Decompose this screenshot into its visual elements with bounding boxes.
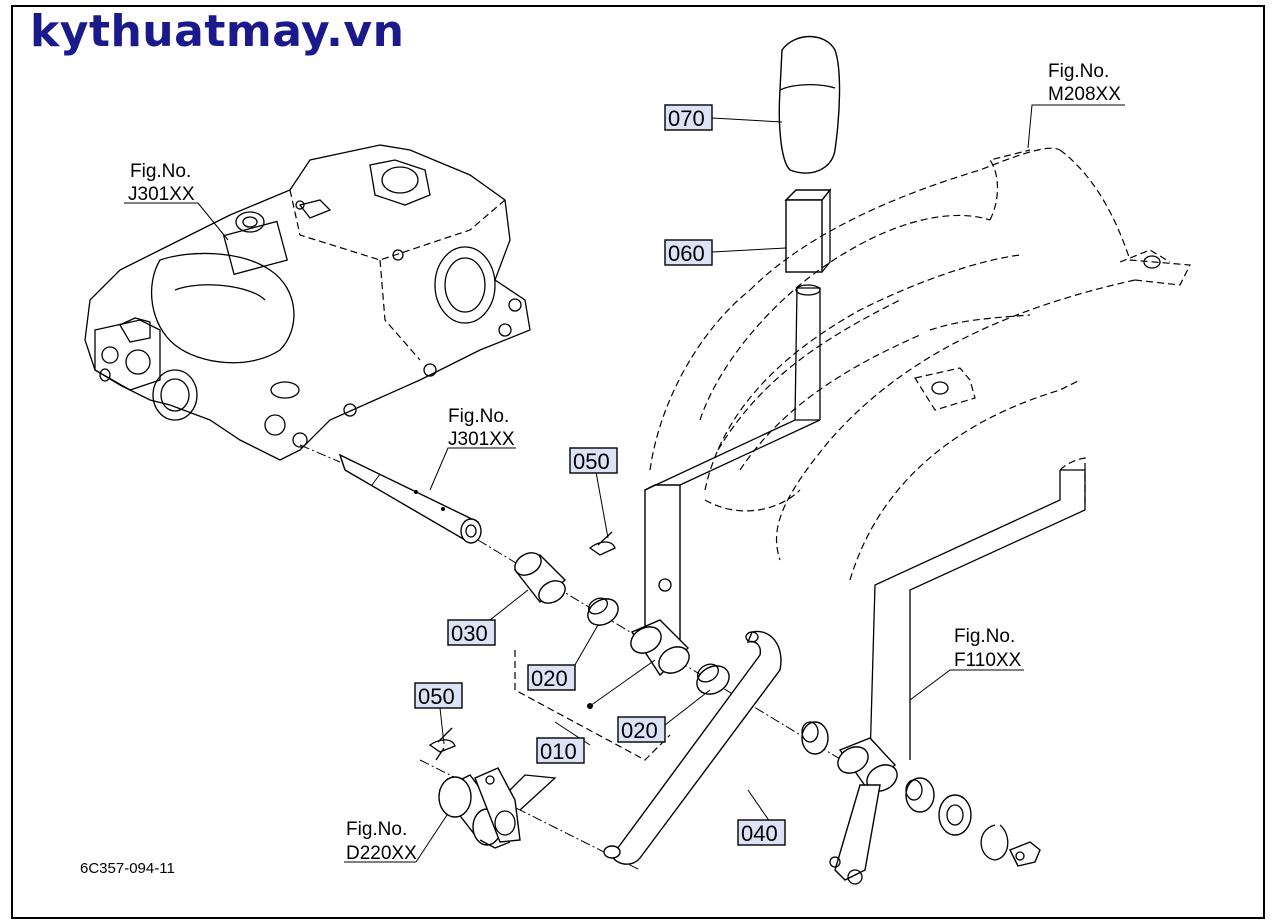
- fig-ref-shaft-code: J301XX: [448, 429, 515, 450]
- svg-text:020: 020: [621, 718, 658, 743]
- part-label-060[interactable]: 060: [664, 239, 713, 266]
- svg-text:050: 050: [573, 449, 610, 474]
- part-label-030[interactable]: 030: [447, 619, 496, 646]
- bushing-020-left-drawing: [587, 597, 619, 626]
- bushing-020-right-drawing: [696, 663, 730, 695]
- washers-drawing: [801, 721, 1041, 867]
- svg-text:030: 030: [451, 621, 488, 646]
- svg-text:020: 020: [531, 666, 568, 691]
- svg-text:050: 050: [418, 684, 455, 709]
- fig-ref-housing-code: J301XX: [128, 184, 195, 205]
- fig-ref-fender-label: Fig.No.: [1048, 61, 1109, 82]
- fig-ref-pedal-code: F110XX: [954, 650, 1022, 671]
- bushing-030-drawing: [513, 552, 567, 604]
- part-label-040[interactable]: 040: [737, 819, 786, 846]
- leader-lines: [124, 104, 1125, 863]
- grip-060-drawing: [784, 188, 832, 273]
- fig-ref-d220-label: Fig.No.: [346, 819, 407, 840]
- fig-ref-pedal-label: Fig.No.: [954, 626, 1015, 647]
- fig-ref-housing-label: Fig.No.: [130, 161, 191, 182]
- linkage-d220-drawing: [438, 767, 557, 849]
- cotter-pin-upper: [588, 531, 616, 556]
- part-label-020-left[interactable]: 020: [527, 664, 576, 691]
- lift-shaft-drawing: [299, 444, 482, 544]
- lever-010-drawing: [514, 284, 821, 761]
- fig-ref-d220-code: D220XX: [346, 843, 417, 864]
- drawing-code: 6C357-094-11: [80, 860, 175, 877]
- part-label-050-lower[interactable]: 050: [414, 682, 463, 709]
- hydraulic-housing-drawing: [84, 144, 531, 461]
- fender-drawing: [649, 147, 1191, 581]
- fig-ref-fender-code: M208XX: [1048, 84, 1121, 105]
- knob-070-drawing: [778, 35, 841, 174]
- svg-text:070: 070: [668, 106, 705, 131]
- diagram-border: [11, 5, 1265, 919]
- part-label-020-right[interactable]: 020: [617, 716, 666, 743]
- cotter-pin-lower: [428, 727, 456, 761]
- svg-text:060: 060: [668, 241, 705, 266]
- part-label-010[interactable]: 010: [536, 737, 585, 764]
- svg-text:040: 040: [741, 821, 778, 846]
- part-label-050-upper[interactable]: 050: [569, 447, 618, 474]
- rod-040-drawing: [603, 630, 782, 865]
- pedal-link-drawing: [829, 469, 1086, 885]
- part-label-070[interactable]: 070: [664, 104, 713, 131]
- svg-text:010: 010: [540, 739, 577, 764]
- fig-ref-shaft-label: Fig.No.: [448, 406, 509, 427]
- brand-watermark: kythuatmay.vn: [30, 6, 405, 57]
